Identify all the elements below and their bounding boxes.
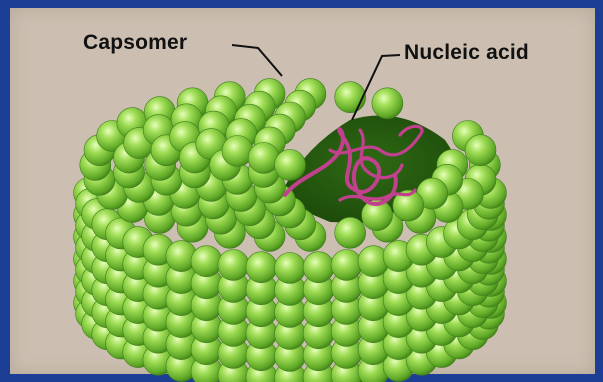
capsomer-label: Capsomer <box>83 31 187 55</box>
capsomer-sphere <box>331 250 362 281</box>
capsomer-sphere <box>275 150 306 181</box>
capsomer-sphere <box>335 82 366 113</box>
capsomer-sphere <box>275 253 306 284</box>
capsomer-sphere <box>303 252 334 283</box>
nucleic-acid-label: Nucleic acid <box>404 41 529 65</box>
capsomer-sphere <box>218 250 249 281</box>
capsomer-leader-line <box>232 45 282 76</box>
capsomer-sphere <box>222 136 253 167</box>
capsomer-sphere <box>335 217 366 248</box>
capsomer-sphere <box>191 246 222 277</box>
capsomer-sphere <box>248 143 279 174</box>
capsid-shell <box>74 79 507 382</box>
capsomer-sphere <box>465 135 496 166</box>
capsomer-sphere <box>246 252 277 283</box>
capsomer-sphere <box>372 88 403 119</box>
